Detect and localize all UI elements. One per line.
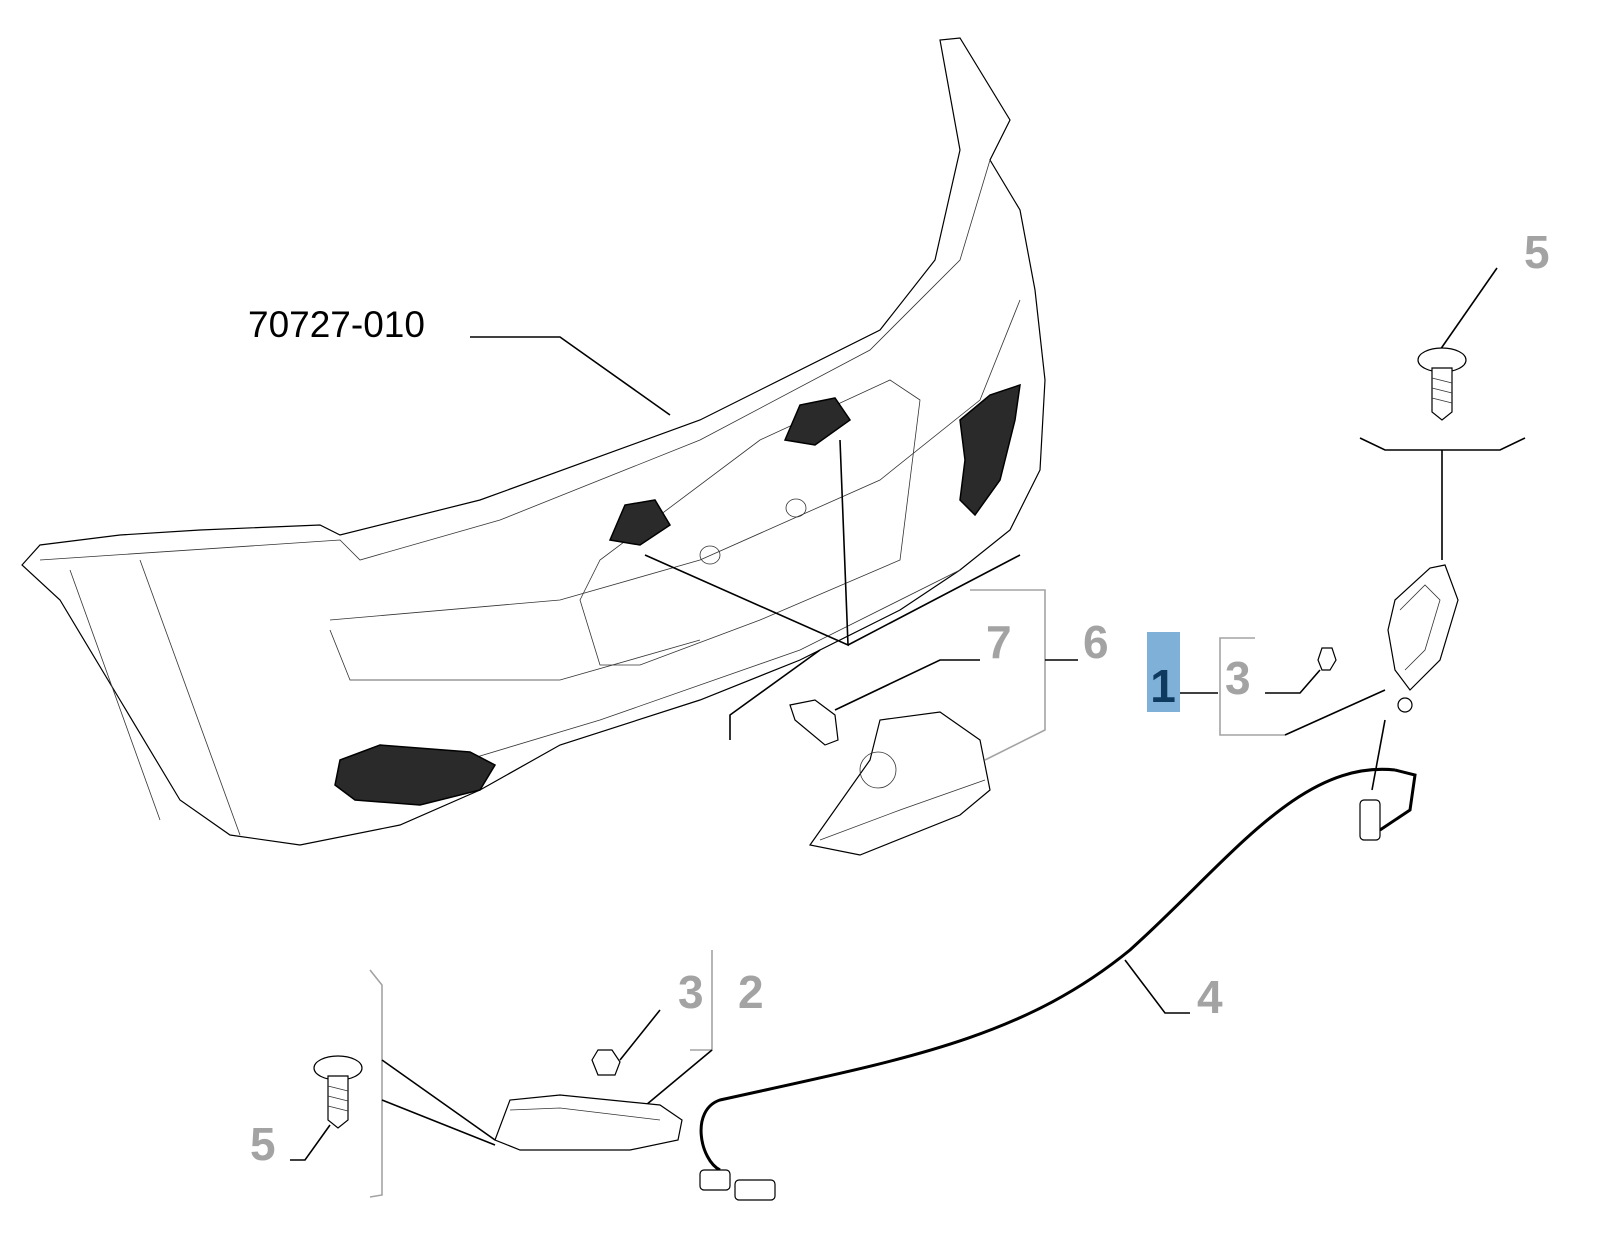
license-plate-light[interactable] xyxy=(808,711,991,856)
callout-4[interactable]: 4 xyxy=(1197,971,1223,1023)
callout-5-top[interactable]: 5 xyxy=(1524,226,1550,278)
part-number-label[interactable]: 70727-010 xyxy=(248,304,425,345)
callout-1-highlight xyxy=(1147,632,1180,712)
wiring-harness[interactable] xyxy=(699,767,1417,1201)
left-lamp[interactable] xyxy=(494,1094,683,1151)
callout-5-bottom[interactable]: 5 xyxy=(250,1118,276,1170)
callout-7[interactable]: 7 xyxy=(986,616,1012,668)
plate-light-mount-left xyxy=(608,499,672,546)
screw-top[interactable] xyxy=(1417,347,1467,421)
callout-6[interactable]: 6 xyxy=(1083,616,1109,668)
bulb-plate[interactable] xyxy=(789,699,839,746)
rear-bumper[interactable] xyxy=(21,37,1046,846)
plate-light-mount-right xyxy=(783,397,852,446)
callout-2[interactable]: 2 xyxy=(738,966,764,1018)
right-reflector-cutout xyxy=(959,383,1021,517)
callout-3-right[interactable]: 3 xyxy=(1225,652,1251,704)
callout-3-left[interactable]: 3 xyxy=(678,966,704,1018)
bulb-left[interactable] xyxy=(591,1049,621,1076)
callout-1[interactable]: 1 xyxy=(1150,660,1176,712)
left-reflector-cutout xyxy=(334,744,497,806)
bulb-right[interactable] xyxy=(1317,647,1337,671)
right-lamp[interactable] xyxy=(1387,564,1459,713)
screw-bottom[interactable] xyxy=(313,1055,363,1129)
leader-lines xyxy=(290,267,1526,1198)
